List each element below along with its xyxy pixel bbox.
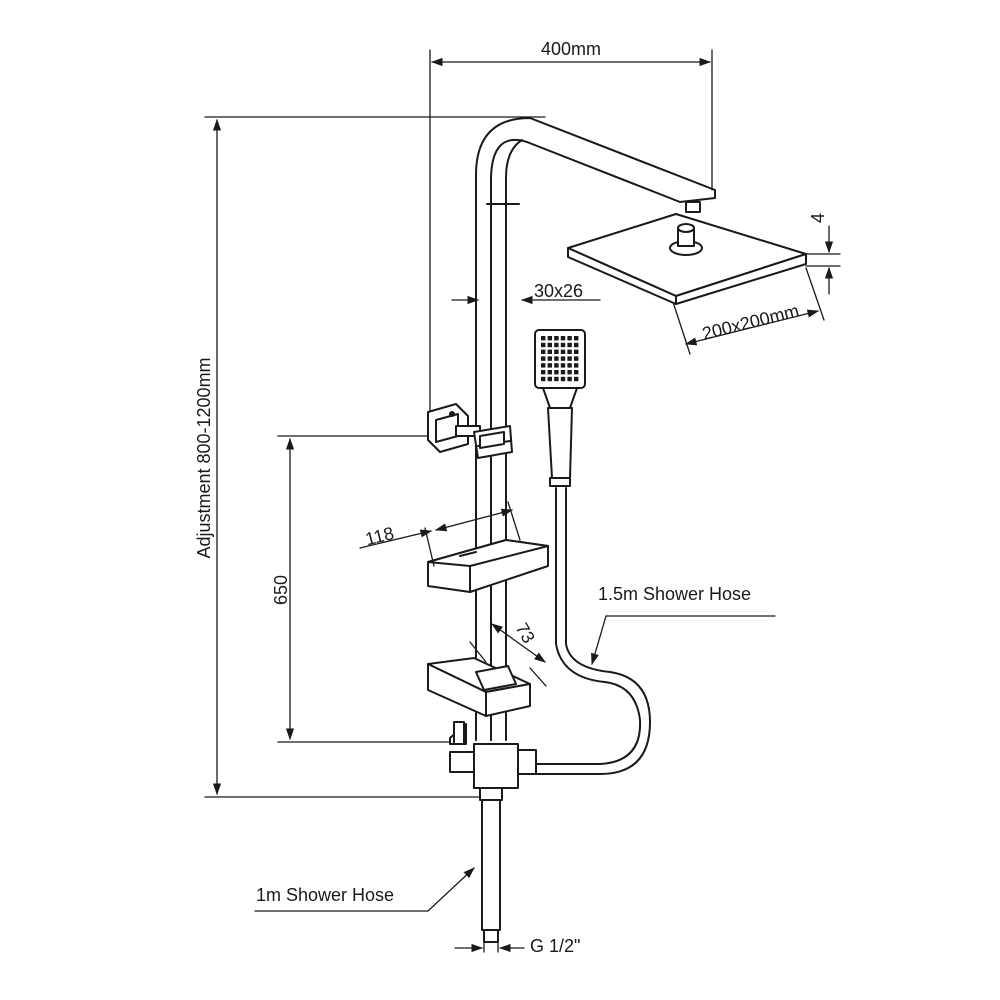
pipe-size-label: 30x26 [534, 281, 583, 301]
nozzle [574, 349, 579, 354]
height-adjustment-label: Adjustment 800-1200mm [194, 357, 214, 558]
nozzle [547, 336, 552, 341]
inlet-hose-callout: 1m Shower Hose [254, 867, 475, 912]
nozzle [567, 349, 572, 354]
hand-hose-callout: 1.5m Shower Hose [591, 584, 776, 666]
nozzle [560, 349, 566, 354]
nozzle [560, 342, 566, 348]
nozzle [547, 370, 552, 375]
nozzle [560, 376, 566, 382]
shelf-width-dimension: 118 [359, 501, 521, 567]
height-adjustment-dimension: Adjustment 800-1200mm [194, 116, 546, 798]
pipe-size-dimension: 30x26 [451, 281, 601, 305]
nozzle [567, 363, 572, 368]
hand-hose-label: 1.5m Shower Hose [598, 584, 751, 604]
basket-holder [427, 657, 531, 717]
nozzle [560, 356, 566, 361]
nozzle [541, 349, 546, 354]
nozzle [554, 349, 559, 354]
nozzle [554, 363, 559, 368]
nozzle [554, 342, 559, 348]
hand-shower-holder [473, 425, 513, 459]
nozzle [554, 376, 559, 382]
nozzle [560, 363, 566, 368]
nozzle [554, 356, 559, 361]
nozzle [574, 376, 579, 382]
top-width-dimension: 400mm [429, 39, 713, 436]
inlet-pipe [479, 787, 503, 943]
nozzle [560, 370, 566, 375]
hand-shower-hose [535, 487, 651, 775]
nozzle [541, 336, 546, 341]
nozzle [541, 370, 546, 375]
nozzle [554, 370, 559, 375]
nozzle [574, 336, 579, 341]
nozzle [554, 336, 559, 341]
nozzle [541, 363, 546, 368]
nozzle [567, 342, 572, 348]
nozzle [560, 336, 566, 341]
inlet-hose-label: 1m Shower Hose [256, 885, 394, 905]
nozzle [547, 376, 552, 382]
riser-pipe [475, 117, 716, 741]
rain-shower-head [567, 213, 807, 305]
soap-shelf [427, 539, 549, 593]
nozzle [547, 363, 552, 368]
head-thickness-dimension: 4 [805, 213, 841, 295]
rail-length-label: 650 [271, 575, 291, 605]
nozzle [547, 342, 552, 348]
top-width-label: 400mm [541, 39, 601, 59]
nozzle [541, 342, 546, 348]
head-size-label: 200x200mm [700, 300, 801, 343]
nozzle [567, 370, 572, 375]
holder-depth-label: 73 [512, 619, 539, 646]
nozzle [547, 356, 552, 361]
thread-dimension: G 1/2" [454, 936, 580, 956]
wall-bracket [427, 403, 481, 453]
diverter-valve [449, 721, 537, 789]
nozzle [547, 349, 552, 354]
hand-shower-nozzles [541, 336, 579, 382]
nozzle [574, 356, 579, 361]
nozzle [541, 376, 546, 382]
nozzle [567, 336, 572, 341]
nozzle [567, 376, 572, 382]
head-thickness-label: 4 [808, 213, 828, 223]
nozzle [541, 356, 546, 361]
thread-label: G 1/2" [530, 936, 580, 956]
nozzle [574, 363, 579, 368]
hand-shower [534, 329, 586, 487]
nozzle [567, 356, 572, 361]
shelf-width-label: 118 [363, 523, 396, 549]
nozzle [574, 342, 579, 348]
nozzle [574, 370, 579, 375]
rail-length-dimension: 650 [271, 435, 461, 743]
